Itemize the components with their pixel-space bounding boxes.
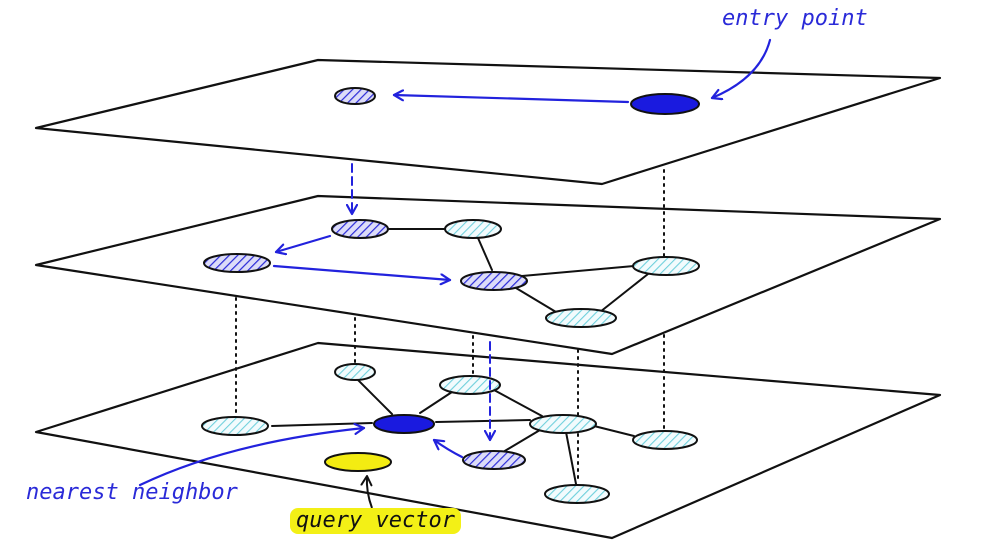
entry-point-pointer — [710, 38, 772, 98]
edge — [521, 265, 635, 277]
node-unvisited — [545, 308, 617, 328]
edge — [355, 377, 393, 415]
node-unvisited — [201, 416, 269, 436]
edge — [515, 287, 557, 313]
nearest-neighbor-node — [373, 414, 435, 434]
node-visited — [462, 450, 526, 470]
node-unvisited — [439, 375, 501, 395]
query-vector-label: query vector — [290, 508, 461, 534]
node-unvisited — [334, 363, 376, 381]
node-visited — [334, 87, 376, 105]
node-visited — [460, 271, 528, 291]
entry-point-node — [630, 93, 700, 115]
entry-point-label: entry point — [722, 6, 868, 31]
top-layer — [34, 58, 942, 186]
node-unvisited — [632, 256, 700, 276]
edge — [593, 425, 635, 437]
search-arrow — [432, 438, 464, 459]
edge — [565, 431, 577, 485]
search-arrow — [272, 264, 452, 280]
edge — [435, 419, 531, 423]
edge — [493, 389, 543, 417]
nearest-neighbor-label: nearest neighbor — [26, 480, 238, 505]
node-unvisited — [632, 430, 698, 450]
top-plane — [34, 58, 942, 186]
node-visited — [203, 253, 271, 273]
edge — [419, 391, 453, 414]
edge — [477, 237, 493, 271]
node-visited — [331, 219, 389, 239]
edge — [599, 273, 649, 313]
node-unvisited — [529, 414, 597, 434]
bottom-layer — [34, 271, 942, 540]
search-arrow — [392, 95, 630, 104]
query-vector-node — [324, 452, 392, 472]
node-unvisited — [444, 219, 502, 239]
node-unvisited — [544, 484, 610, 504]
search-arrow — [274, 234, 332, 252]
query-vector-pointer — [360, 475, 373, 509]
nearest-neighbor-pointer — [138, 428, 366, 487]
middle-layer — [34, 163, 942, 356]
bottom-plane — [34, 341, 942, 540]
